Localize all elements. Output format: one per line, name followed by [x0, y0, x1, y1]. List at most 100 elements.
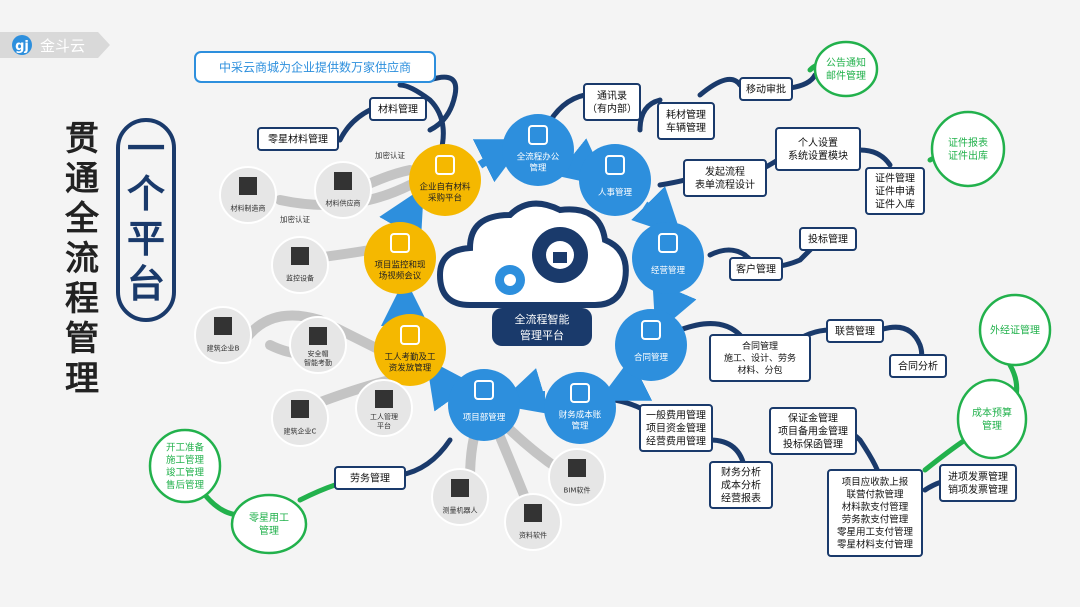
box-expense-line: 项目资金管理 [646, 422, 706, 435]
box-labor-service[interactable]: 劳务管理 [334, 466, 406, 490]
node-monitor_device-label-line: 监控设备 [286, 274, 314, 283]
chart-icon [658, 233, 678, 253]
box-mobile-approval[interactable]: 移动审批 [739, 77, 793, 101]
hub-contract-label-line: 合同管理 [634, 352, 669, 363]
box-cert_mgmt-line: 证件管理 [875, 172, 915, 185]
box-receivable[interactable]: 项目应收款上报联营付款管理材料款支付管理劳务款支付管理零星用工支付管理零星材料支… [827, 469, 923, 557]
box-contacts-line: 通讯录 [597, 90, 627, 102]
box-personal-line: 系统设置模块 [788, 149, 848, 162]
hub-purchase-label-line: 采购平台 [428, 193, 462, 204]
node-data_software-label-line: 资料软件 [519, 531, 547, 540]
box-receivable-line: 劳务款支付管理 [842, 514, 909, 526]
box-cost_budget-line: 管理 [982, 419, 1002, 432]
box-external-cert[interactable]: 外经证管理 [978, 293, 1052, 367]
box-supply_banner-line: 中采云商城为企业提供数万家供应商 [219, 59, 411, 74]
box-process-line: 发起流程 [705, 165, 745, 178]
box-contract_mgmt-line: 合同管理 [742, 340, 778, 352]
hub-hr[interactable]: 人事管理 [579, 144, 651, 216]
box-construction-line: 开工准备 [166, 442, 205, 454]
box-contacts-line: （有内部） [587, 102, 637, 115]
box-notice-line: 邮件管理 [826, 69, 866, 82]
node-data_software[interactable]: 资料软件 [504, 493, 562, 551]
box-mobile_approval-line: 移动审批 [746, 83, 786, 96]
box-joint[interactable]: 联营管理 [826, 319, 884, 343]
node-bim[interactable]: BIM软件 [548, 448, 606, 506]
box-material_mgmt-line: 材料管理 [378, 103, 418, 116]
node-material_factory-label-line: 材料制造商 [231, 204, 266, 213]
box-contract_mgmt-line: 材料、分包 [737, 364, 782, 376]
node-monitor_device[interactable]: 监控设备 [271, 236, 329, 294]
contract-icon [641, 320, 661, 340]
node-material_factory[interactable]: 材料制造商 [219, 166, 277, 224]
hub-video-label-line: 场视频会议 [379, 271, 422, 282]
camera-icon [291, 247, 309, 265]
node-robot[interactable]: 测量机器人 [431, 468, 489, 526]
box-customer-line: 客户管理 [736, 263, 776, 276]
box-external_cert-line: 外经证管理 [990, 324, 1040, 337]
brand-logo-text: gj [15, 39, 29, 54]
hub-operation[interactable]: 经营管理 [632, 222, 704, 294]
box-cert_mgmt-line: 证件入库 [875, 198, 915, 211]
box-supply-banner[interactable]: 中采云商城为企业提供数万家供应商 [194, 51, 436, 83]
hub-purchase-label-line: 企业自有材料 [419, 182, 471, 193]
calculator-icon [570, 383, 590, 403]
node-worker_platform-label-line: 工人管理 [370, 412, 398, 421]
box-process-line: 表单流程设计 [695, 178, 755, 191]
hub-project-label-line: 项目部管理 [463, 412, 506, 423]
box-fin_analysis-line: 财务分析 [721, 466, 761, 479]
node-worker_platform-label-line: 平台 [377, 421, 391, 430]
brand-name: 金斗云 [40, 37, 85, 55]
hub-finance-label-line: 财务成本账 [559, 410, 602, 421]
badge-frame [116, 118, 176, 322]
node-company_b[interactable]: 建筑企业B [194, 306, 252, 364]
box-bidding[interactable]: 投标管理 [799, 227, 857, 251]
box-consumables-line: 车辆管理 [666, 121, 706, 134]
box-contacts[interactable]: 通讯录（有内部） [583, 83, 641, 121]
building-icon [214, 317, 232, 335]
box-contract_analysis-line: 合同分析 [898, 360, 938, 373]
box-material-mgmt[interactable]: 材料管理 [369, 97, 427, 121]
box-cert_report-line: 证件出库 [948, 149, 988, 162]
box-cert_mgmt-line: 证件申请 [875, 185, 915, 198]
box-customer[interactable]: 客户管理 [729, 257, 783, 281]
encrypt-label: 加密认证 [375, 150, 405, 160]
node-material_supplier[interactable]: 材料供应商 [314, 161, 372, 219]
node-company_c[interactable]: 建筑企业C [271, 389, 329, 447]
lock-icon [553, 252, 567, 263]
box-joint-line: 联营管理 [835, 325, 875, 338]
box-receivable-line: 零星用工支付管理 [837, 526, 914, 538]
box-contract-analysis[interactable]: 合同分析 [889, 354, 947, 378]
badge-text: 一个平台 [127, 127, 165, 306]
document-icon [528, 125, 548, 145]
hub-contract[interactable]: 合同管理 [615, 309, 687, 381]
box-retail-material[interactable]: 零星材料管理 [257, 127, 339, 151]
hub-project[interactable]: 项目部管理 [448, 369, 520, 441]
box-deposit-line: 保证金管理 [788, 412, 838, 425]
hub-video-label-line: 项目监控和现 [374, 260, 426, 271]
node-material_supplier-label-line: 材料供应商 [326, 199, 361, 208]
center-label-2: 管理平台 [520, 328, 564, 342]
